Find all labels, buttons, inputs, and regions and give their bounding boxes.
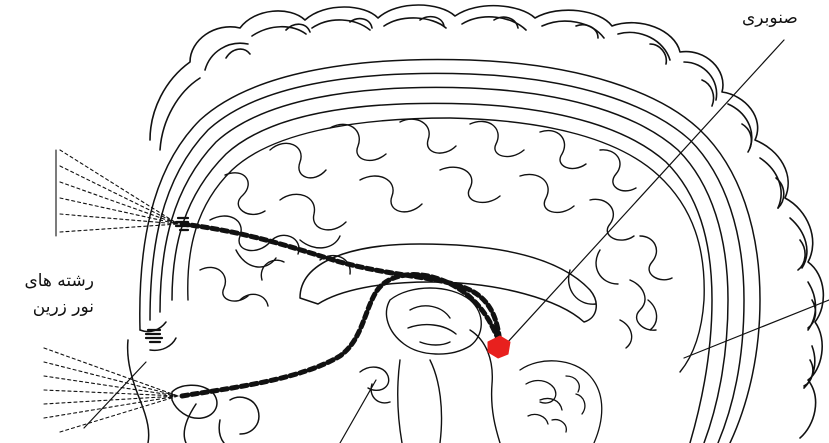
light-rays-lower [44, 348, 178, 432]
fibers-label-line-2: نور زرین [8, 294, 94, 320]
pineal-label: صنوبری [742, 8, 798, 28]
orbit-face [128, 322, 259, 443]
fibers-leader-line [84, 362, 146, 428]
brainstem-leader-line [340, 380, 376, 443]
golden-light-fibers [182, 224, 500, 396]
pineal-gland-mark [488, 336, 510, 358]
callout-lines [84, 40, 829, 443]
midbrain-structures [360, 288, 500, 443]
fibers-label: رشته های نور زرین [8, 268, 94, 320]
fibers-label-line-1: رشته های [8, 268, 94, 294]
cerebellum [520, 361, 602, 443]
